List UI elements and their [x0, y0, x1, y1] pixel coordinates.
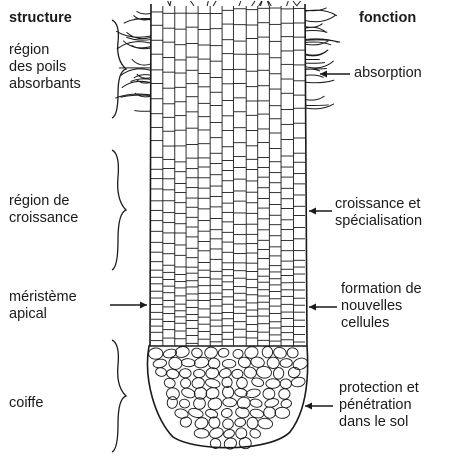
structure-label-growth-zone: région de croissance	[9, 193, 78, 227]
function-label-growth: croissance et spécialisation	[335, 196, 422, 230]
root-cap	[148, 345, 310, 450]
function-label-new-cells: formation de nouvelles cellules	[341, 281, 422, 332]
structure-braces	[112, 20, 126, 452]
structure-header: structure	[9, 10, 72, 27]
structure-label-root-cap: coiffe	[9, 395, 43, 412]
structure-label-apical-meristem: méristème apical	[9, 289, 77, 323]
root-body	[150, 4, 307, 346]
structure-label-root-hair-zone: région des poils absorbants	[9, 42, 81, 93]
function-label-absorption: absorption	[354, 65, 422, 82]
function-header: fonction	[359, 10, 416, 27]
function-label-protection: protection et pénétration dans le sol	[339, 380, 419, 431]
function-arrows	[110, 71, 350, 410]
root-hairs	[115, 1, 340, 111]
